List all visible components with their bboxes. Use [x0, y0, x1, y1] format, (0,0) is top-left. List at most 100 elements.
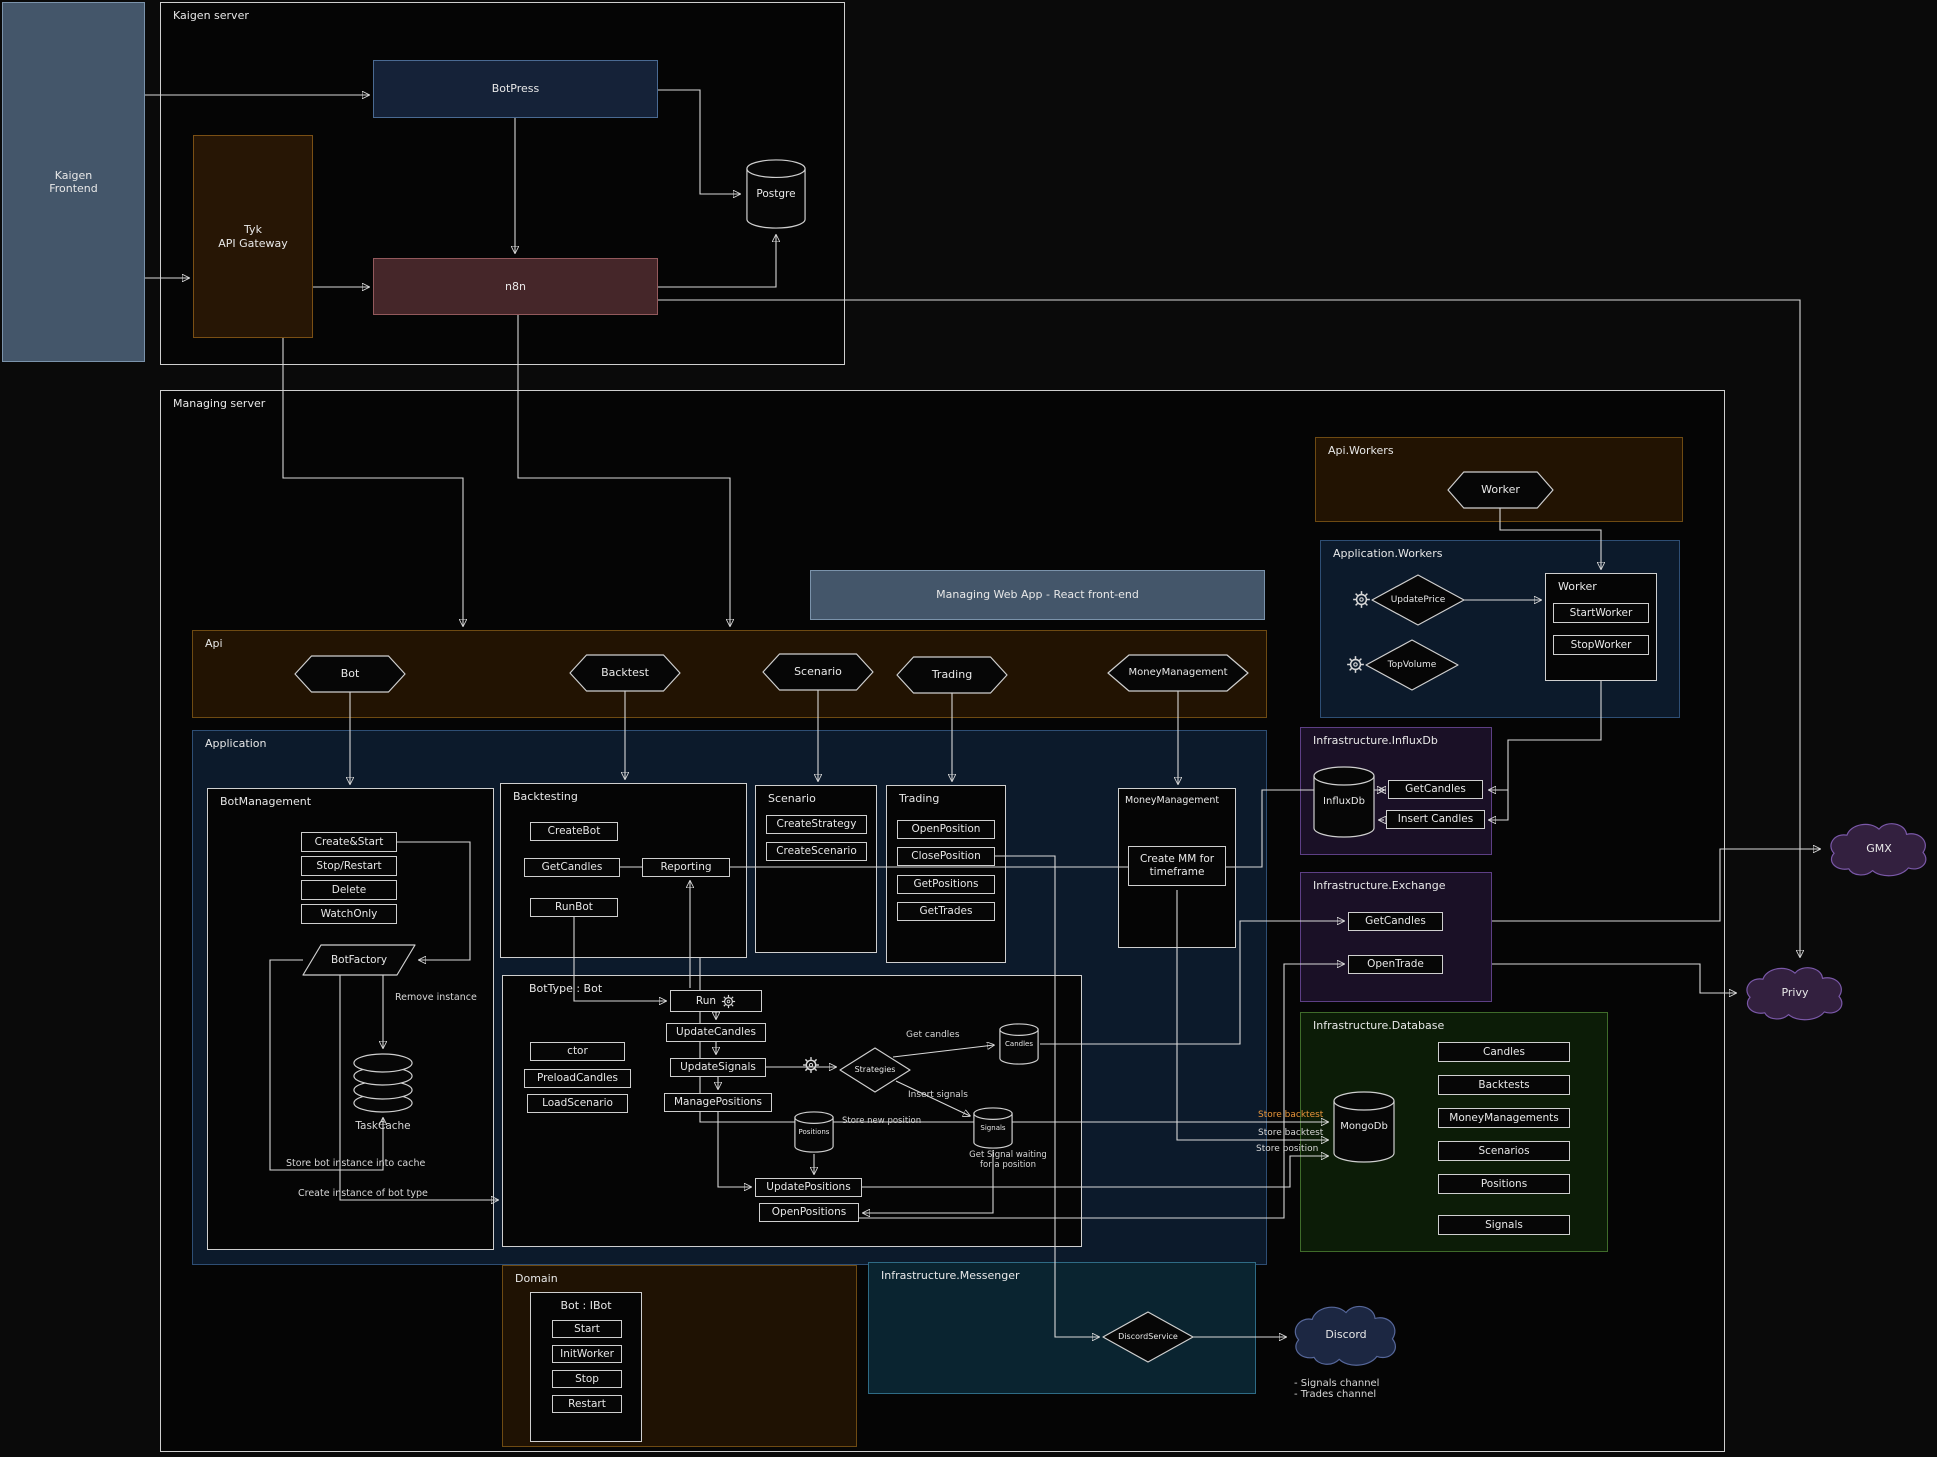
- cloud-icon: [1740, 962, 1850, 1024]
- managing-web-app-node[interactable]: Managing Web App - React front-end: [810, 570, 1265, 620]
- discord-cloud-node[interactable]: Discord: [1288, 1300, 1404, 1370]
- domain-restart-button[interactable]: Restart: [552, 1395, 622, 1413]
- exchange-get-candles-button[interactable]: GetCandles: [1348, 912, 1443, 931]
- signals-store-node[interactable]: Signals: [972, 1106, 1014, 1150]
- create-strategy-button[interactable]: CreateStrategy: [766, 815, 867, 834]
- stop-restart-button[interactable]: Stop/Restart: [301, 856, 397, 876]
- strategies-label: Strategies: [854, 1065, 896, 1075]
- manage-positions-button[interactable]: ManagePositions: [664, 1093, 772, 1112]
- domain-init-worker-button[interactable]: InitWorker: [552, 1345, 622, 1363]
- create-bot-button[interactable]: CreateBot: [530, 822, 618, 841]
- discord-channels-label: - Signals channel - Trades channel: [1294, 1378, 1380, 1400]
- backtesting-get-candles-button[interactable]: GetCandles: [524, 858, 620, 877]
- cylinder-icon: [1332, 1090, 1396, 1164]
- load-scenario-button[interactable]: LoadScenario: [527, 1094, 628, 1113]
- collection-positions[interactable]: Positions: [1438, 1174, 1570, 1194]
- get-positions-button[interactable]: GetPositions: [897, 875, 995, 894]
- kaigen-frontend-node[interactable]: Kaigen Frontend: [2, 2, 145, 362]
- privy-label: Privy: [1781, 985, 1809, 999]
- start-worker-label: StartWorker: [1569, 606, 1633, 619]
- update-positions-button[interactable]: UpdatePositions: [755, 1178, 862, 1197]
- influx-insert-candles-button[interactable]: Insert Candles: [1386, 810, 1485, 829]
- open-positions-label: OpenPositions: [771, 1206, 847, 1219]
- n8n-node[interactable]: n8n: [373, 258, 658, 315]
- tyk-api-gateway-node[interactable]: Tyk API Gateway: [193, 135, 313, 338]
- influx-get-candles-button[interactable]: GetCandles: [1388, 780, 1483, 799]
- api-scenario-label: Scenario: [794, 664, 842, 678]
- create-scenario-label: CreateScenario: [776, 845, 857, 858]
- influx-insert-candles-label: Insert Candles: [1397, 813, 1474, 826]
- gmx-cloud-node[interactable]: GMX: [1824, 818, 1934, 880]
- kaigen-server-title: Kaigen server: [173, 9, 249, 22]
- postgre-label: Postgre: [756, 187, 796, 200]
- stop-worker-button[interactable]: StopWorker: [1553, 635, 1649, 655]
- domain-stop-button[interactable]: Stop: [552, 1370, 622, 1388]
- domain-restart-label: Restart: [568, 1397, 606, 1410]
- collection-signals[interactable]: Signals: [1438, 1215, 1570, 1235]
- open-positions-button[interactable]: OpenPositions: [759, 1203, 859, 1222]
- exchange-open-trade-button[interactable]: OpenTrade: [1348, 955, 1443, 974]
- privy-cloud-node[interactable]: Privy: [1740, 962, 1850, 1024]
- influxdb-database-node[interactable]: InfluxDb: [1312, 765, 1376, 839]
- collection-candles-label: Candles: [1483, 1045, 1525, 1058]
- influxdb-label: InfluxDb: [1323, 796, 1365, 808]
- postgre-database-node[interactable]: Postgre: [745, 158, 807, 230]
- positions-store-label: Positions: [798, 1127, 830, 1136]
- api-worker-endpoint[interactable]: Worker: [1448, 472, 1553, 508]
- discord-service-node[interactable]: DiscordService: [1103, 1312, 1193, 1362]
- cylinder-icon: [745, 158, 807, 230]
- open-position-button[interactable]: OpenPosition: [897, 820, 995, 839]
- preload-candles-button[interactable]: PreloadCandles: [524, 1069, 631, 1088]
- api-worker-label: Worker: [1481, 482, 1520, 496]
- get-positions-label: GetPositions: [913, 878, 979, 891]
- create-bot-label: CreateBot: [547, 825, 601, 838]
- update-price-task[interactable]: UpdatePrice: [1372, 575, 1464, 625]
- strategies-node[interactable]: Strategies: [840, 1048, 910, 1092]
- task-cache-node[interactable]: [352, 1052, 414, 1114]
- api-endpoint-scenario[interactable]: Scenario: [763, 654, 873, 690]
- run-bot-button[interactable]: RunBot: [530, 898, 618, 917]
- managing-server-title: Managing server: [173, 397, 266, 410]
- collection-candles[interactable]: Candles: [1438, 1042, 1570, 1062]
- collection-moneymanagements-label: MoneyManagements: [1449, 1111, 1559, 1124]
- reporting-button[interactable]: Reporting: [642, 858, 730, 877]
- top-volume-task[interactable]: TopVolume: [1366, 640, 1458, 690]
- api-endpoint-money-management[interactable]: MoneyManagement: [1108, 655, 1248, 691]
- exchange-get-candles-label: GetCandles: [1365, 915, 1426, 928]
- run-button[interactable]: Run: [670, 990, 762, 1012]
- positions-store-node[interactable]: Positions: [793, 1110, 835, 1154]
- get-trades-button[interactable]: GetTrades: [897, 902, 995, 921]
- domain-start-button[interactable]: Start: [552, 1320, 622, 1338]
- run-bot-label: RunBot: [555, 901, 593, 914]
- bot-factory-node[interactable]: BotFactory: [303, 945, 415, 975]
- watch-only-button[interactable]: WatchOnly: [301, 904, 397, 924]
- api-endpoint-backtest[interactable]: Backtest: [570, 655, 680, 691]
- api-endpoint-bot[interactable]: Bot: [295, 656, 405, 692]
- start-worker-button[interactable]: StartWorker: [1553, 603, 1649, 623]
- delete-button[interactable]: Delete: [301, 880, 397, 900]
- get-candles-edge-label: Get candles: [906, 1030, 960, 1040]
- api-endpoint-trading[interactable]: Trading: [897, 657, 1007, 693]
- close-position-button[interactable]: ClosePosition: [897, 847, 995, 866]
- botpress-node[interactable]: BotPress: [373, 60, 658, 118]
- collection-moneymanagements[interactable]: MoneyManagements: [1438, 1108, 1570, 1128]
- application-workers-title: Application.Workers: [1333, 547, 1443, 560]
- update-candles-button[interactable]: UpdateCandles: [666, 1023, 766, 1042]
- candles-store-node[interactable]: Candles: [998, 1022, 1040, 1066]
- create-scenario-button[interactable]: CreateScenario: [766, 842, 867, 861]
- collection-scenarios[interactable]: Scenarios: [1438, 1141, 1570, 1161]
- update-signals-button[interactable]: UpdateSignals: [670, 1058, 766, 1077]
- create-start-button[interactable]: Create&Start: [301, 832, 397, 852]
- influx-get-candles-label: GetCandles: [1405, 783, 1466, 796]
- get-trades-label: GetTrades: [919, 905, 973, 918]
- mongodb-database-node[interactable]: MongoDb: [1332, 1090, 1396, 1164]
- api-money-management-label: MoneyManagement: [1128, 667, 1228, 679]
- worker-box-title: Worker: [1558, 580, 1597, 593]
- create-mm-button[interactable]: Create MM for timeframe: [1128, 846, 1226, 886]
- update-price-label: UpdatePrice: [1390, 594, 1446, 605]
- ctor-button[interactable]: ctor: [530, 1042, 625, 1061]
- collection-backtests[interactable]: Backtests: [1438, 1075, 1570, 1095]
- database-title: Infrastructure.Database: [1313, 1019, 1445, 1032]
- domain-init-worker-label: InitWorker: [560, 1347, 614, 1360]
- mongodb-label: MongoDb: [1340, 1121, 1388, 1133]
